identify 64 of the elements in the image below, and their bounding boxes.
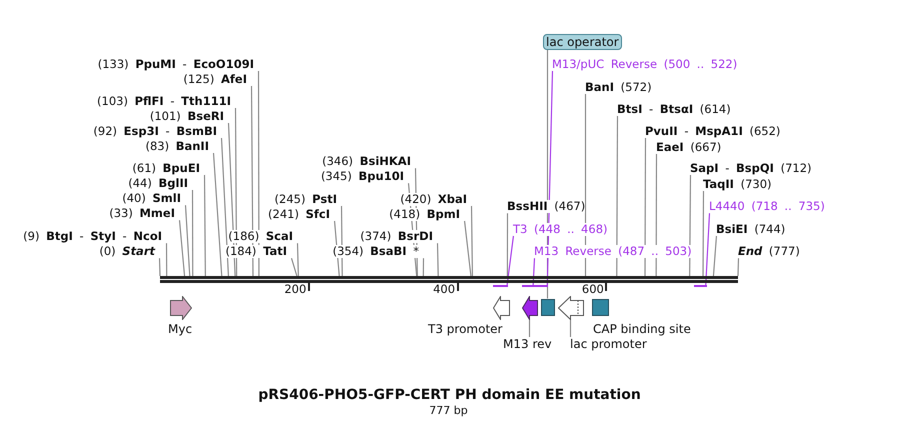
leader-line bbox=[258, 70, 260, 276]
primer-label: M13/pUC Reverse (500 .. 522) bbox=[552, 58, 738, 70]
map-title: pRS406-PHO5-GFP-CERT PH domain EE mutation bbox=[258, 387, 641, 403]
leader-line bbox=[250, 86, 254, 276]
leader-line bbox=[616, 116, 618, 276]
leader-line bbox=[656, 154, 658, 276]
enzyme-site-label: (418) BpmI bbox=[389, 208, 465, 220]
feature-arrow-icon bbox=[522, 296, 538, 320]
leader-line bbox=[702, 190, 704, 276]
leader-line bbox=[506, 235, 514, 286]
feature-tag: lac operator bbox=[543, 34, 622, 50]
feature-label: lac promoter bbox=[570, 337, 647, 351]
leader-line bbox=[436, 243, 439, 276]
leader-line bbox=[705, 213, 710, 286]
leader-line bbox=[506, 213, 508, 276]
feature-label: Myc bbox=[168, 322, 192, 336]
feature-label: M13 rev bbox=[503, 337, 552, 351]
leader-line bbox=[296, 243, 299, 276]
leader-line bbox=[584, 94, 586, 276]
leader-line bbox=[470, 206, 473, 276]
leader-line bbox=[528, 320, 530, 337]
primer-label: L4440 (718 .. 735) bbox=[709, 200, 825, 214]
leader-line bbox=[422, 258, 424, 276]
leader-line bbox=[204, 174, 206, 276]
enzyme-site-label: TaqII (730) bbox=[703, 178, 772, 190]
enzyme-site-label: PvuII - MspA1I (652) bbox=[645, 125, 780, 138]
feature-square-icon bbox=[540, 298, 554, 316]
leader-line bbox=[532, 258, 536, 286]
leader-line bbox=[192, 190, 194, 276]
leader-line bbox=[212, 152, 222, 276]
enzyme-site-label: SapI - BspQI (712) bbox=[690, 162, 812, 175]
sequence-bar bbox=[160, 276, 738, 283]
leader-line bbox=[712, 235, 718, 276]
enzyme-site-label: (133) PpuMI - EcoO109I bbox=[98, 58, 259, 70]
primer-mark bbox=[532, 285, 548, 287]
primer-label: T3 (448 .. 468) bbox=[513, 222, 608, 236]
scale-label: 400 bbox=[433, 282, 456, 296]
enzyme-site-label: BssHII (467) bbox=[507, 200, 586, 214]
leader-line bbox=[737, 258, 740, 276]
enzyme-site-label: BanI (572) bbox=[585, 80, 652, 94]
leader-line bbox=[570, 320, 572, 337]
enzyme-site-label: (61) BpuEI bbox=[132, 162, 205, 174]
primer-mark bbox=[694, 285, 707, 287]
sequence-length: 777 bp bbox=[429, 404, 468, 416]
enzyme-site-label: BsiEI (744) bbox=[716, 222, 786, 236]
leader-line bbox=[158, 258, 161, 276]
leader-line bbox=[184, 205, 190, 276]
enzyme-site-label: EaeI (667) bbox=[656, 140, 722, 154]
scale-label: 200 bbox=[284, 282, 306, 296]
leader-line bbox=[220, 138, 229, 276]
leader-line bbox=[644, 138, 646, 276]
primer-label: M13 Reverse (487 .. 503) bbox=[534, 245, 692, 258]
leader-line bbox=[290, 258, 298, 276]
feature-arrow-icon bbox=[558, 296, 584, 320]
sequence-end-label: End (777) bbox=[738, 245, 800, 258]
feature-label: T3 promoter bbox=[428, 322, 502, 336]
scale-label: 600 bbox=[582, 282, 604, 296]
leader-line bbox=[166, 243, 168, 276]
leader-line bbox=[689, 175, 692, 276]
feature-label: CAP binding site bbox=[593, 322, 691, 336]
leader-line bbox=[178, 220, 186, 276]
leader-line bbox=[464, 220, 472, 276]
primer-mark bbox=[493, 285, 508, 287]
enzyme-site-label: BtsI - BtsαI (614) bbox=[617, 102, 731, 116]
